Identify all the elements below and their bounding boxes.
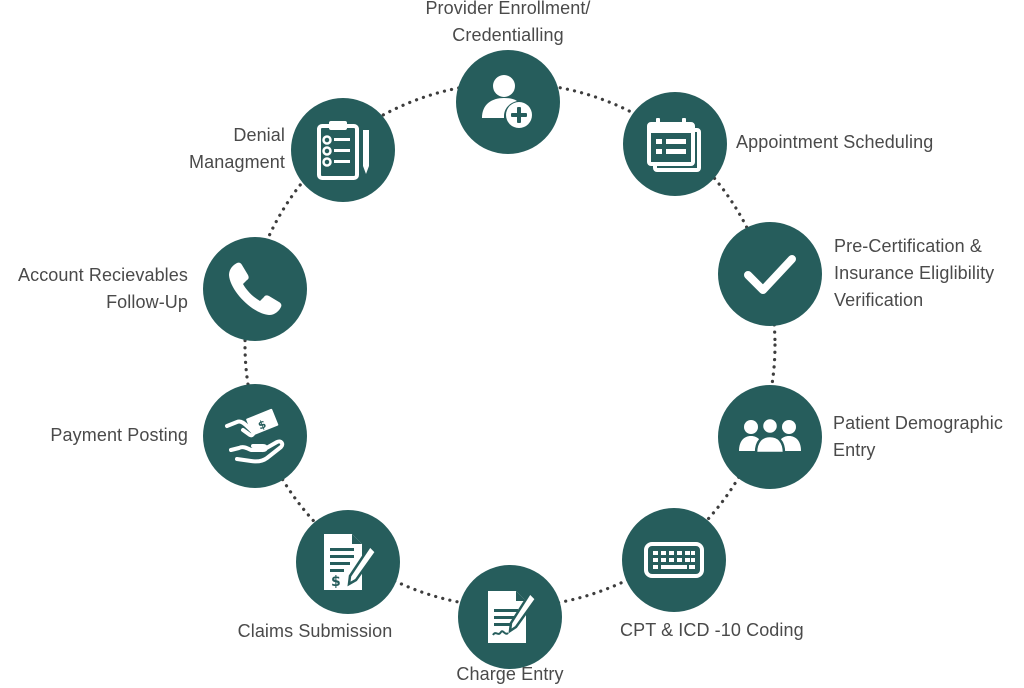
step-pre-certification-circle [718, 222, 822, 326]
step-claims-submission-circle: $ [296, 510, 400, 614]
step-cpt-icd-coding-circle [622, 508, 726, 612]
step-appointment-scheduling-label: Appointment Scheduling [736, 132, 934, 152]
hand-payment-icon: $ [225, 408, 285, 464]
step-denial-management-label: Denial Managment [189, 125, 285, 172]
checkmark-icon [744, 255, 796, 294]
step-charge-entry-label: Charge Entry [456, 664, 564, 684]
step-account-receivables-circle [203, 237, 307, 341]
step-appointment-scheduling-circle [623, 92, 727, 196]
svg-text:$: $ [256, 417, 268, 432]
step-provider-enrollment-label: Provider Enrollment/ Credentialling [425, 0, 591, 45]
step-patient-demographic-label: Patient Demographic Entry [833, 413, 1003, 460]
svg-text:$: $ [331, 574, 341, 590]
clipboard-checklist-icon [317, 121, 369, 180]
step-cpt-icd-coding-label: CPT & ICD -10 Coding [620, 620, 804, 640]
step-charge-entry-circle [458, 565, 562, 669]
step-pre-certification-label: Pre-Certification & Insurance Eliglibili… [834, 236, 995, 310]
document-pen-icon [488, 591, 538, 643]
phone-icon [229, 262, 282, 315]
people-group-icon [739, 416, 801, 455]
step-payment-posting-label: Payment Posting [50, 425, 188, 445]
step-claims-submission-label: Claims Submission [237, 621, 393, 641]
step-provider-enrollment-circle [456, 50, 560, 154]
calendar-icon [647, 118, 701, 172]
step-payment-posting-circle: $ [203, 384, 307, 488]
step-account-receivables-label: Account Recievables Follow-Up [18, 265, 188, 312]
invoice-pen-icon: $ [324, 534, 378, 590]
user-plus-icon [482, 75, 532, 128]
step-denial-management-circle [291, 98, 395, 202]
step-patient-demographic-circle [718, 385, 822, 489]
keyboard-icon [644, 542, 704, 578]
